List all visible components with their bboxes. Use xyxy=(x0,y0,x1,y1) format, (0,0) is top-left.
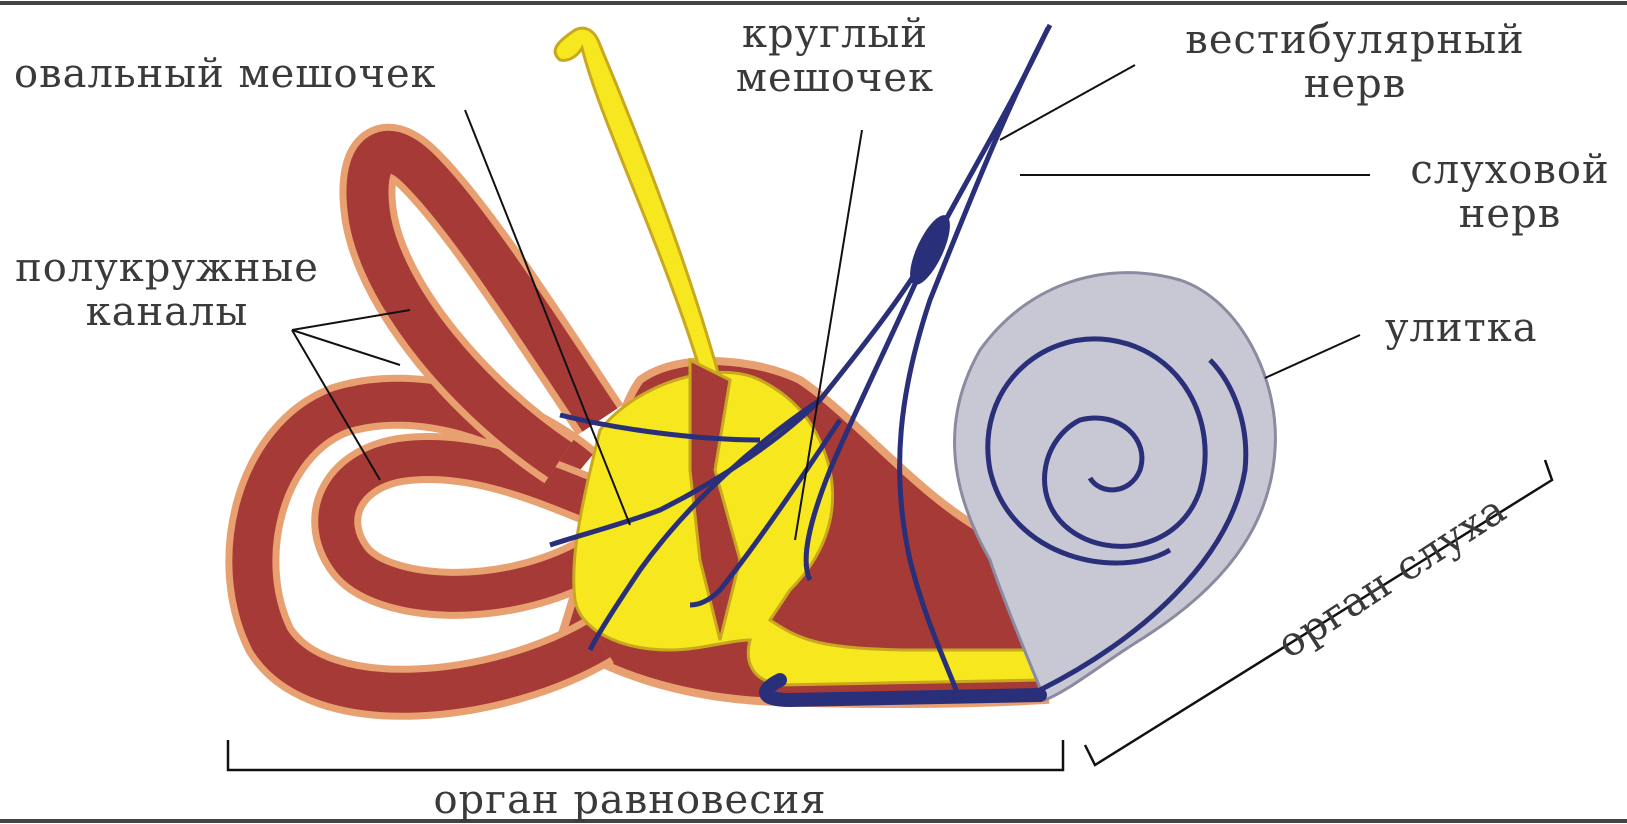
leader-canal-2 xyxy=(292,330,400,365)
label-auditory-nerve-line2: нерв xyxy=(1395,192,1625,236)
label-organ-of-balance: орган равновесия xyxy=(380,778,880,822)
balance-bracket xyxy=(228,740,1063,770)
label-semicircular-canals: полукружные каналы xyxy=(4,246,330,334)
leader-vestibular-nerve xyxy=(1000,65,1135,140)
label-round-sac: круглый мешочек xyxy=(730,12,940,100)
label-cochlea: улитка xyxy=(1385,306,1538,350)
label-round-sac-line1: круглый xyxy=(730,12,940,56)
label-oval-sac: овальный мешочек xyxy=(14,52,437,96)
label-vestibular-nerve: вестибулярный нерв xyxy=(1165,18,1545,106)
label-semicircular-canals-line2: каналы xyxy=(4,290,330,334)
semicircular-canals xyxy=(252,152,600,693)
label-vestibular-nerve-line2: нерв xyxy=(1165,62,1545,106)
leader-cochlea xyxy=(1265,335,1360,378)
label-vestibular-nerve-line1: вестибулярный xyxy=(1165,18,1545,62)
label-auditory-nerve-line1: слуховой xyxy=(1395,148,1625,192)
endolymphatic-duct xyxy=(555,28,720,380)
label-semicircular-canals-line1: полукружные xyxy=(4,246,330,290)
label-round-sac-line2: мешочек xyxy=(730,56,940,100)
label-auditory-nerve: слуховой нерв xyxy=(1395,148,1625,236)
